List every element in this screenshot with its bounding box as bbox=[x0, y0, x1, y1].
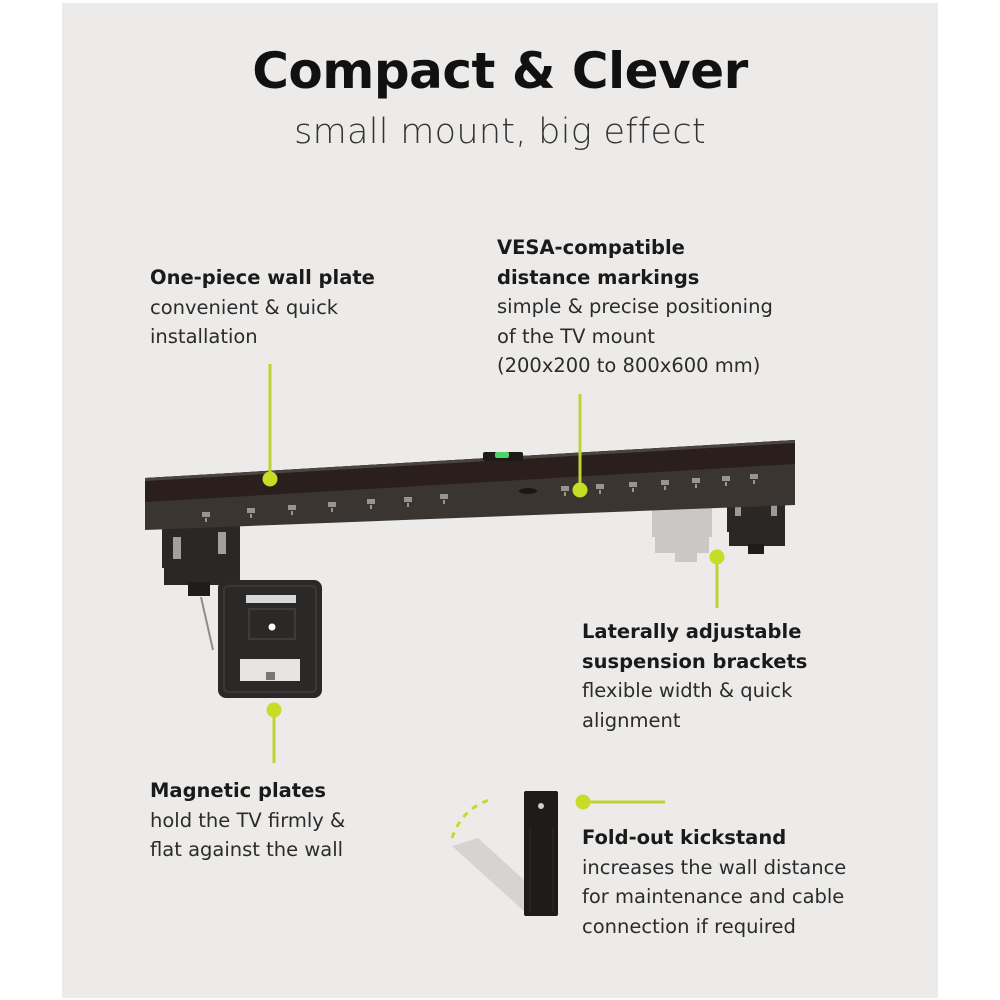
page-subtitle: small mount, big effect bbox=[294, 112, 706, 152]
feature-description-line: installation bbox=[150, 325, 258, 348]
feature-description-line: of the TV mount bbox=[497, 324, 655, 348]
feature-description-line: hold the TV firmly & bbox=[150, 808, 346, 832]
feature-heading: distance markings bbox=[497, 265, 700, 289]
feature-description-line: convenient & quick bbox=[150, 295, 339, 319]
feature-description-line: alignment bbox=[582, 708, 681, 732]
feature-wall-plate: One-piece wall plate convenient & quick … bbox=[150, 263, 375, 352]
feature-description-line: connection if required bbox=[582, 914, 796, 938]
page-title: Compact & Clever bbox=[252, 42, 748, 100]
feature-description-line: flexible width & quick bbox=[582, 679, 793, 702]
feature-description-line: (200x200 to 800x600 mm) bbox=[497, 354, 761, 377]
feature-heading: Magnetic plates bbox=[150, 779, 326, 802]
feature-vesa-markings: VESA-compatible distance markings simple… bbox=[497, 233, 773, 381]
feature-description-line: increases the wall distance bbox=[582, 855, 847, 879]
feature-magnetic-plates: Magnetic plates hold the TV firmly & fla… bbox=[150, 776, 345, 865]
feature-suspension-brackets: Laterally adjustable suspension brackets… bbox=[582, 617, 807, 735]
feature-kickstand: Fold-out kickstand increases the wall di… bbox=[582, 823, 846, 941]
feature-heading: One-piece wall plate bbox=[150, 266, 375, 289]
feature-heading: Fold-out kickstand bbox=[582, 826, 787, 849]
feature-heading: VESA-compatible bbox=[497, 236, 685, 259]
feature-heading: Laterally adjustable bbox=[582, 620, 802, 643]
feature-heading: suspension brackets bbox=[582, 649, 808, 673]
feature-description-line: for maintenance and cable bbox=[582, 885, 845, 908]
feature-description-line: simple & precise positioning bbox=[497, 295, 773, 318]
feature-description-line: flat against the wall bbox=[150, 838, 344, 861]
